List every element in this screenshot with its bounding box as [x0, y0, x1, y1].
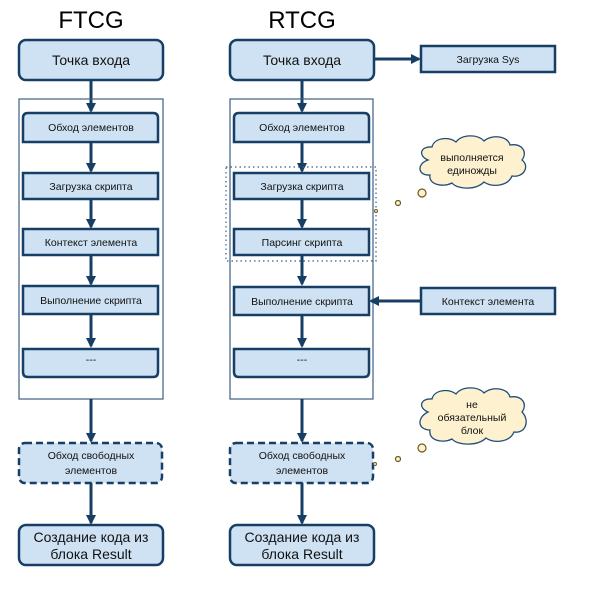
rtcg-free-label-line2: элементов — [276, 465, 328, 477]
ftcg-step-ellipsis[interactable]: --- — [21, 347, 160, 379]
rtcg-step-label: Загрузка скрипта — [260, 181, 343, 193]
rtcg-step-label: Парсинг скрипта — [262, 237, 343, 249]
note-optional-callout: не обязательный блок — [373, 387, 527, 466]
ftcg-entry-box[interactable]: Точка входа — [17, 38, 165, 82]
ftcg-result-label-line1: Создание кода из — [34, 529, 149, 545]
note-optional-line3: блок — [461, 425, 484, 437]
ftcg-result-label-line2: блока Result — [50, 546, 131, 562]
cloud-shape — [419, 387, 527, 445]
rtcg-step-label: --- — [297, 354, 308, 366]
note-once-line1: выполняется — [440, 152, 503, 164]
ftcg-column: FTCG Точка входа Обход элементов Загрузк… — [17, 7, 165, 567]
ftcg-step-label: --- — [86, 354, 97, 366]
ftcg-step-label: Выполнение скрипта — [40, 295, 142, 307]
rtcg-entry-label: Точка входа — [263, 52, 341, 68]
rtcg-result-label-line1: Создание кода из — [245, 529, 360, 545]
rtcg-step-parse-script[interactable]: Парсинг скрипта — [232, 227, 371, 257]
thought-bubble-dot — [373, 462, 377, 466]
rtcg-step-label: Выполнение скрипта — [251, 296, 353, 308]
thought-bubble-dot — [417, 443, 427, 453]
rtcg-free-label-line1: Обход свободных — [259, 450, 346, 462]
rtcg-column: RTCG Точка входа Загрузка Sys Обход элем… — [225, 7, 557, 567]
rtcg-once-group-outline — [225, 166, 377, 262]
ftcg-step-label: Контекст элемента — [45, 237, 138, 249]
note-once-callout: выполняется единожды — [374, 135, 527, 213]
thought-bubble-dot — [394, 199, 402, 207]
rtcg-step-traverse[interactable]: Обход элементов — [232, 111, 371, 144]
ftcg-step-label: Загрузка скрипта — [49, 181, 132, 193]
rtcg-step-run-script[interactable]: Выполнение скрипта — [232, 285, 371, 317]
rtcg-element-context-label: Контекст элемента — [442, 296, 535, 308]
rtcg-title: RTCG — [268, 7, 336, 34]
ftcg-step-traverse[interactable]: Обход элементов — [21, 111, 160, 144]
rtcg-step-label: Обход элементов — [259, 122, 345, 134]
ftcg-step-load-script[interactable]: Загрузка скрипта — [21, 171, 160, 201]
rtcg-result-label-line2: блока Result — [261, 546, 342, 562]
note-once-line2: единожды — [447, 165, 497, 177]
ftcg-step-run-script[interactable]: Выполнение скрипта — [21, 284, 160, 316]
thought-bubble-dot — [394, 455, 402, 463]
rtcg-load-sys-label: Загрузка Sys — [457, 54, 520, 66]
note-optional-line1: не — [466, 399, 478, 411]
note-optional-line2: обязательный — [438, 412, 507, 424]
rtcg-step-load-script[interactable]: Загрузка скрипта — [232, 171, 371, 201]
rtcg-step-ellipsis[interactable]: --- — [232, 347, 371, 379]
ftcg-title: FTCG — [58, 7, 123, 34]
rtcg-entry-box[interactable]: Точка входа — [228, 38, 376, 82]
rtcg-load-sys-box[interactable]: Загрузка Sys — [419, 44, 557, 74]
cloud-shape — [419, 135, 527, 189]
ftcg-result-box[interactable]: Создание кода из блока Result — [17, 523, 165, 567]
thought-bubble-dot — [417, 188, 427, 198]
rtcg-element-context-box[interactable]: Контекст элемента — [419, 286, 557, 316]
ftcg-free-elements-box[interactable]: Обход свободных элементов — [17, 441, 164, 485]
ftcg-step-label: Обход элементов — [48, 122, 134, 134]
rtcg-free-elements-box[interactable]: Обход свободных элементов — [228, 441, 375, 485]
ftcg-step-element-context[interactable]: Контекст элемента — [21, 227, 160, 257]
rtcg-result-box[interactable]: Создание кода из блока Result — [228, 523, 376, 567]
ftcg-free-label-line1: Обход свободных — [48, 450, 135, 462]
thought-bubble-dot — [374, 209, 378, 213]
ftcg-entry-label: Точка входа — [52, 52, 130, 68]
ftcg-free-label-line2: элементов — [65, 465, 117, 477]
